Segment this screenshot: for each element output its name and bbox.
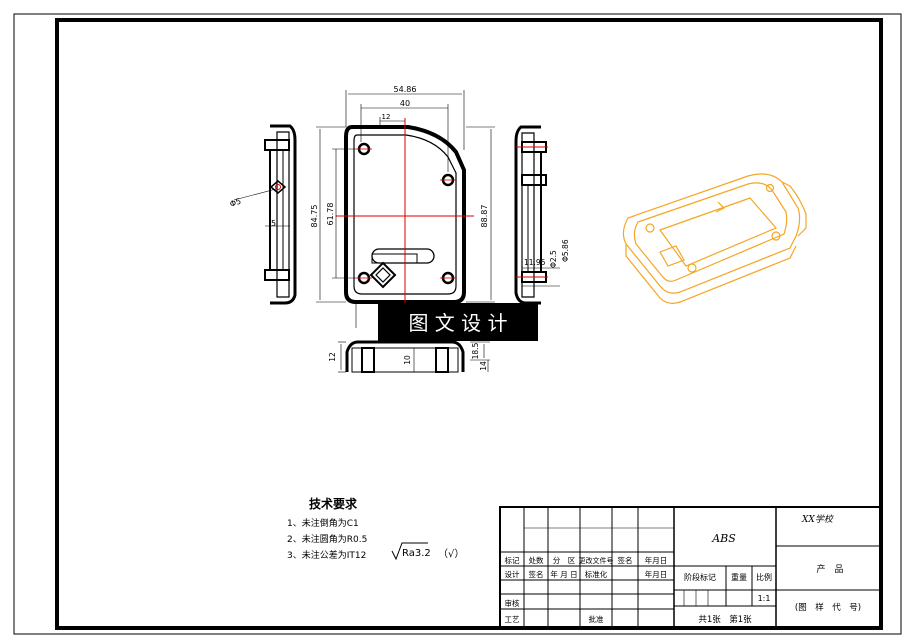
title-scale: 1:1 bbox=[758, 594, 771, 603]
drawing-frame bbox=[55, 18, 883, 630]
roughness-value: Ra3.2 bbox=[402, 548, 431, 559]
tb-row-label: 分 区 bbox=[553, 556, 576, 565]
title-company: XX学校 bbox=[801, 514, 835, 525]
title-material: ABS bbox=[711, 532, 736, 545]
tb-row2-label: 签名 bbox=[529, 569, 544, 579]
left-side-view bbox=[233, 124, 297, 305]
dim-side-phi-5-86: Φ5.86 bbox=[561, 239, 570, 262]
dim-inner-width: 40 bbox=[400, 99, 410, 108]
tech-req-title: 技术要求 bbox=[309, 496, 358, 511]
watermark-text: 图 文 设 计 bbox=[408, 311, 507, 335]
tech-req-item: 2、未注圆角为R0.5 bbox=[287, 533, 367, 545]
title-drawing-no: (图 样 代 号) bbox=[795, 602, 861, 613]
dim-offset-12: 12 bbox=[382, 113, 391, 121]
title-stage-mark: 阶段标记 bbox=[684, 572, 716, 582]
tb-row2-label: 年 月 日 bbox=[550, 569, 577, 579]
tb-review: 审核 bbox=[505, 598, 520, 608]
tb-row2-label: 年月日 bbox=[645, 569, 668, 579]
tb-row-label: 年月日 bbox=[645, 555, 668, 565]
dim-height-left-inner: 61.78 bbox=[326, 203, 335, 226]
dim-side-11-95: 11.95 bbox=[524, 258, 546, 267]
bottom-view bbox=[338, 340, 490, 373]
dim-bottom-10: 10 bbox=[403, 355, 412, 365]
tb-approve: 批准 bbox=[589, 614, 604, 624]
roughness-symbol bbox=[391, 542, 428, 561]
dim-side-5: 5 bbox=[271, 219, 276, 228]
tb-process: 工艺 bbox=[505, 615, 520, 624]
title-weight: 重量 bbox=[731, 572, 747, 582]
sheet-outer-border bbox=[13, 13, 902, 635]
tb-row-label: 处数 bbox=[529, 555, 544, 565]
tb-row-label: 签名 bbox=[618, 555, 633, 565]
isometric-view bbox=[622, 173, 807, 304]
dim-bottom-14: 14 bbox=[479, 361, 488, 371]
tb-row2-label: 标准化 bbox=[585, 569, 608, 579]
right-side-view bbox=[514, 125, 560, 305]
dim-hole-dia: Φ5 bbox=[229, 197, 243, 209]
title-sheets: 共1张 第1张 bbox=[698, 614, 752, 625]
title-ratio: 比例 bbox=[756, 572, 772, 582]
front-view bbox=[316, 90, 495, 328]
roughness-suffix: （√） bbox=[438, 548, 464, 560]
dim-height-left-outer: 84.75 bbox=[310, 205, 319, 228]
dim-side-phi-2-5: Φ2.5 bbox=[549, 250, 558, 268]
dim-bottom-12: 12 bbox=[328, 352, 337, 362]
dim-height-right: 88.87 bbox=[480, 205, 489, 228]
watermark-box bbox=[378, 303, 538, 341]
dim-bottom-18-5: 18.5 bbox=[471, 342, 480, 359]
tb-row2-label: 设计 bbox=[505, 569, 520, 579]
tb-row-label: 标记 bbox=[505, 555, 520, 565]
dim-overall-width: 54.86 bbox=[394, 85, 417, 94]
tb-row-label: 更改文件号 bbox=[579, 556, 614, 565]
tech-req-item: 3、未注公差为IT12 bbox=[287, 549, 366, 561]
tech-req-item: 1、未注倒角为C1 bbox=[287, 517, 359, 529]
title-block bbox=[499, 506, 881, 629]
title-product: 产 品 bbox=[816, 563, 843, 575]
